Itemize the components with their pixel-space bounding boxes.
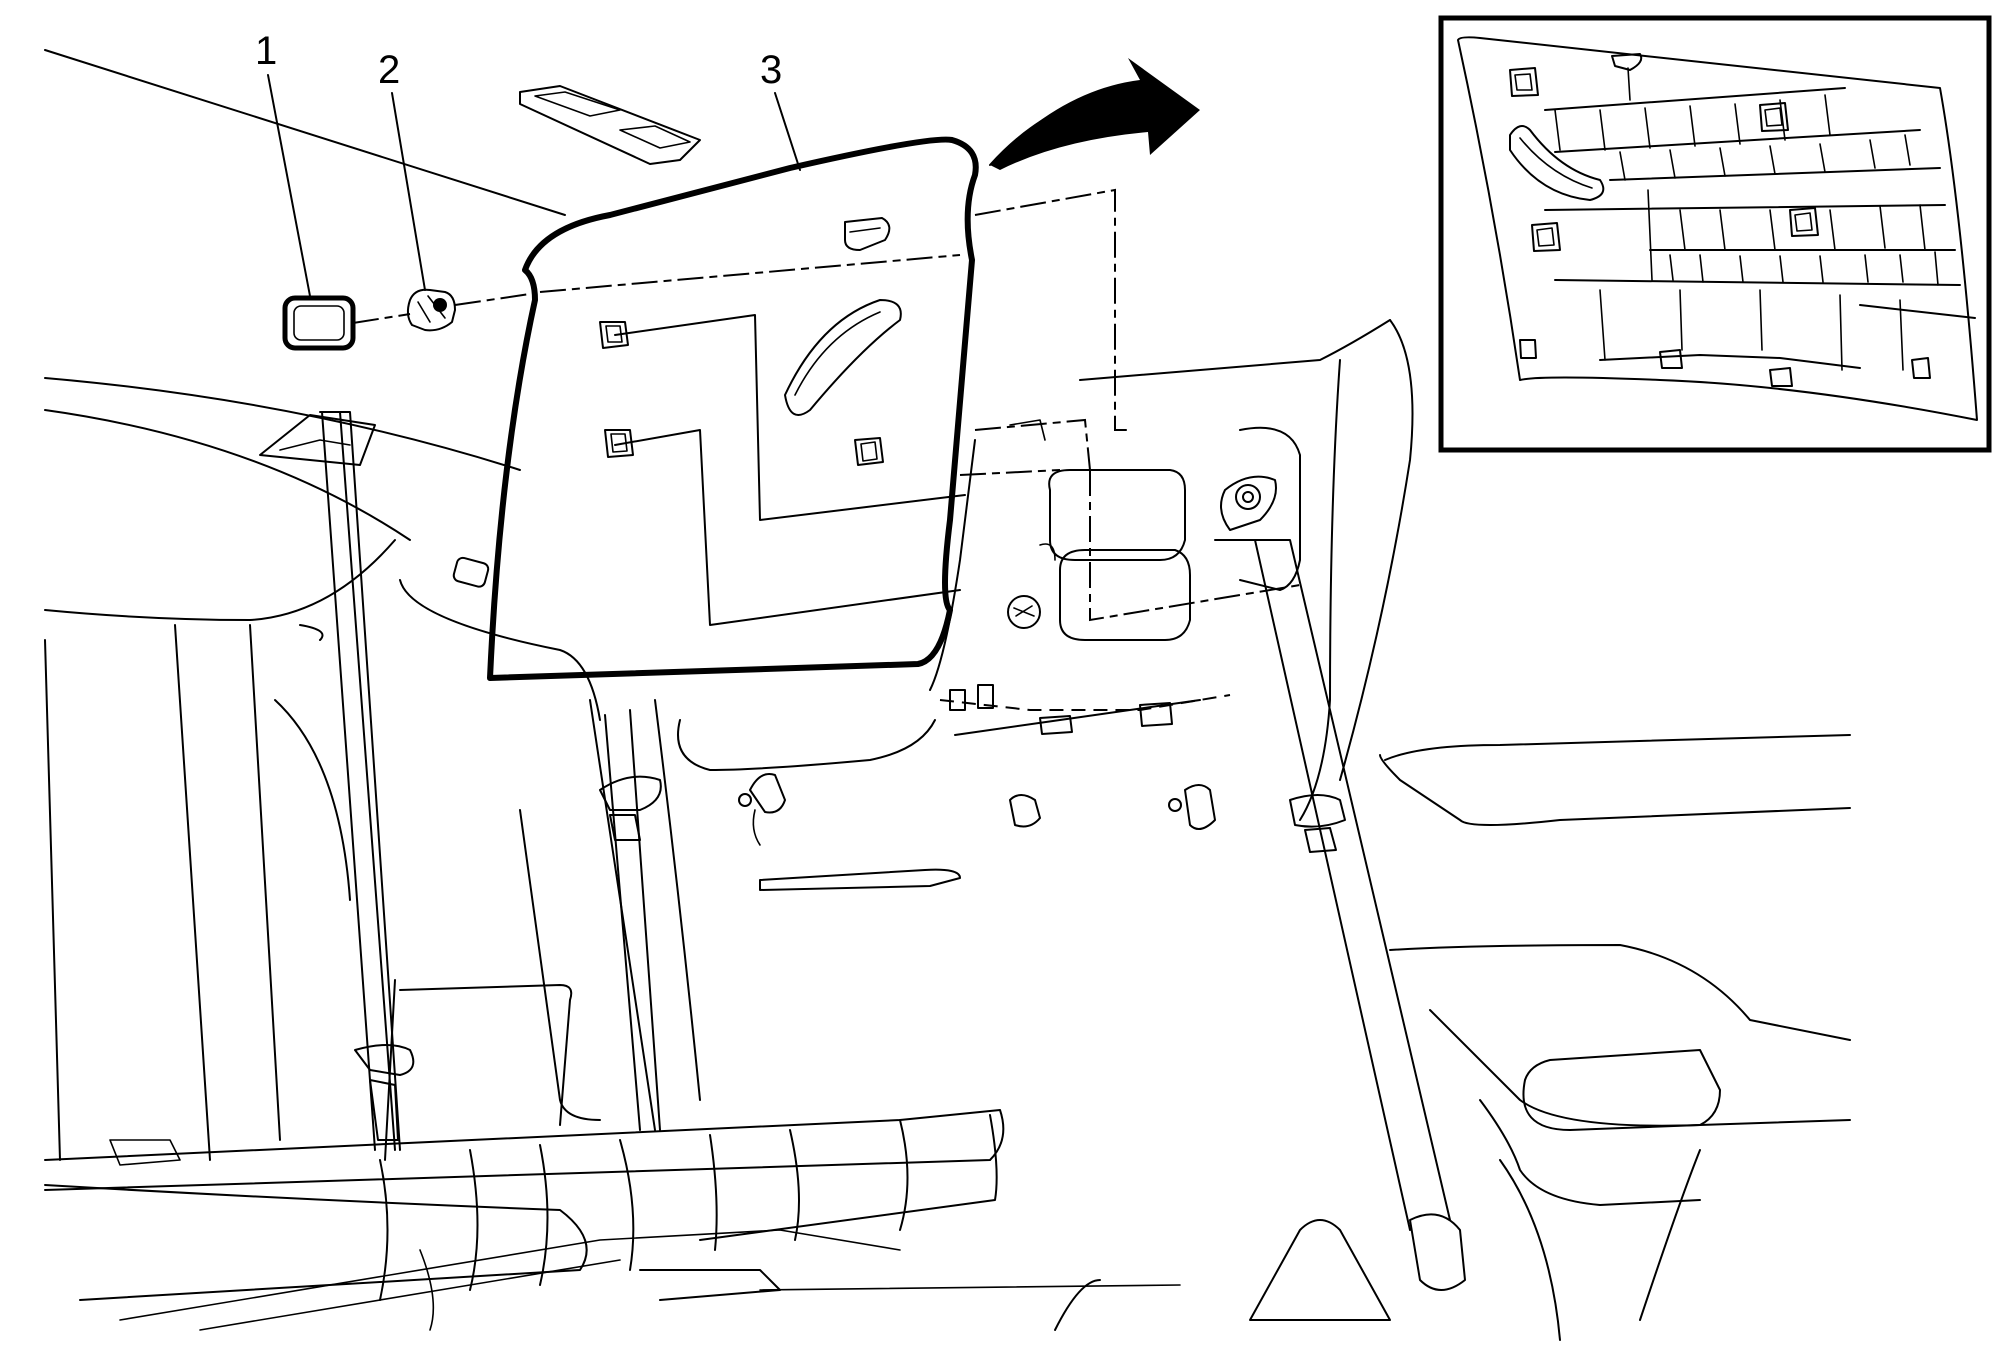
callout-number-3: 3 [760, 48, 782, 92]
fastener-axis [352, 254, 961, 324]
interior-vent [452, 556, 490, 588]
right-seat-belt [1214, 539, 1466, 1291]
panel-hole [1007, 595, 1041, 629]
lower-fasteners [738, 773, 1216, 891]
plug [1009, 794, 1041, 828]
inset-frame [1438, 15, 1992, 453]
callout-number-1: 1 [255, 29, 277, 73]
coat-hook-left [749, 773, 786, 814]
center-seat-belt [599, 709, 662, 1131]
part-3-trim-panel [487, 136, 979, 681]
leader-lines [267, 74, 801, 297]
panel-clip-top [844, 217, 891, 251]
roof-headliner [44, 49, 701, 588]
panel-clip [604, 429, 634, 458]
left-seat-belt [299, 411, 415, 1151]
direction-arrow [990, 58, 1200, 170]
trim-strip [759, 868, 961, 891]
panel-guide-lower [959, 469, 1301, 622]
part-2-bolt [406, 288, 456, 332]
inset-grab-handle [1509, 125, 1605, 201]
coat-hook-right [1184, 784, 1216, 830]
callout-number-2: 2 [378, 48, 400, 92]
panel-clip [599, 321, 629, 349]
belt-retractor [1220, 475, 1277, 531]
part-1-cover-cap [282, 295, 356, 351]
panel-guide-upper [974, 188, 1130, 431]
leader-line-3 [774, 92, 801, 171]
leader-line-1 [267, 74, 311, 297]
front-seat-area [1054, 734, 1851, 1341]
direction-arrow-outline [989, 87, 1136, 166]
leader-line-2 [391, 92, 426, 291]
panel-guide-mid [974, 418, 1091, 471]
grab-handle [784, 299, 902, 416]
panel-clip [854, 437, 884, 466]
rear-lamp [259, 414, 376, 466]
rear-seat [44, 539, 1181, 1331]
inset-detail-view [1438, 15, 1992, 453]
body-panel-outline [677, 319, 1414, 821]
dome-light [519, 85, 701, 165]
